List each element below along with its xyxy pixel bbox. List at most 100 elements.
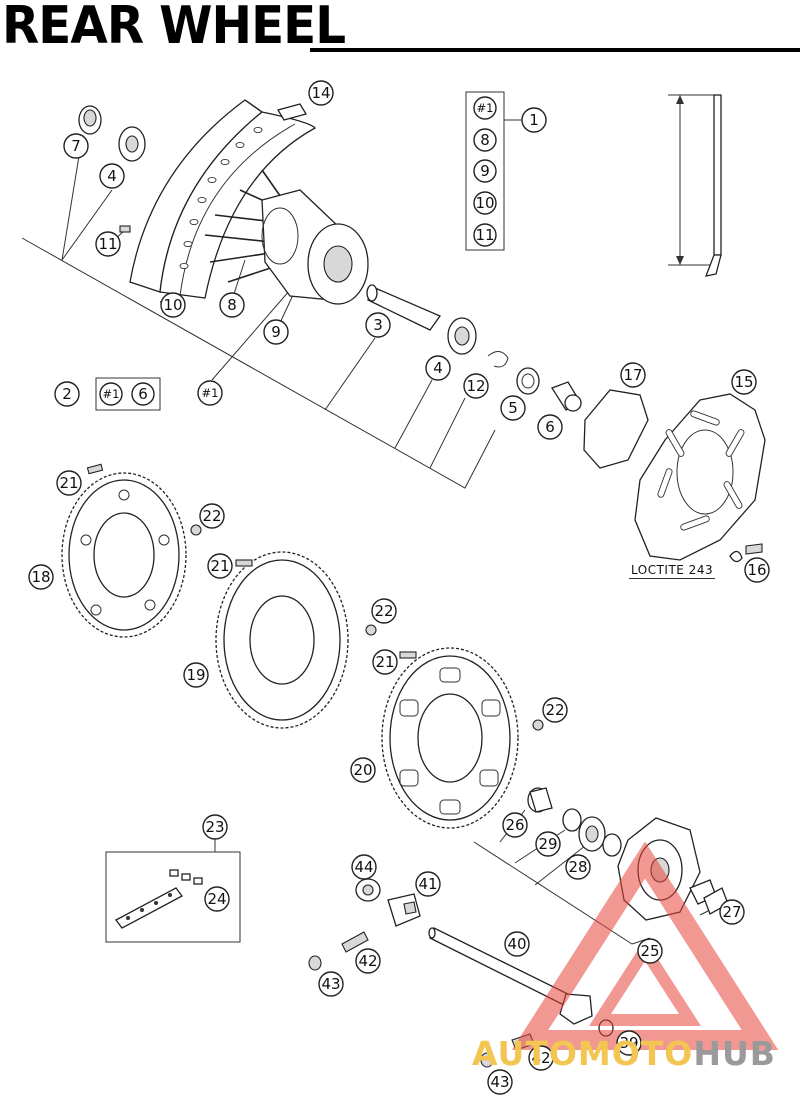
callout-label: 28: [568, 858, 587, 876]
disc-adapter: [583, 389, 649, 469]
chain-adjuster: [355, 878, 421, 927]
page-title: REAR WHEEL: [2, 0, 346, 56]
callout-label: 5: [508, 399, 518, 417]
callout-label: 15: [734, 373, 753, 391]
carrier-spacer: [527, 787, 553, 813]
callout-42: 42: [355, 948, 381, 974]
callout-11-list: 11: [473, 223, 497, 247]
callout-kit-1: #1: [197, 380, 223, 406]
kit-bracket-2: [95, 377, 161, 411]
callout-44: 44: [351, 854, 377, 880]
rim-tape: [277, 103, 307, 121]
callout-26: 26: [502, 812, 528, 838]
carrier-seal-2: [602, 833, 622, 857]
callout-label: 44: [354, 858, 373, 876]
callout-24: 24: [204, 886, 230, 912]
callout-label: #1: [103, 387, 120, 401]
callout-40: 40: [504, 931, 530, 957]
loctite-note: LOCTITE 243: [631, 563, 714, 577]
callout-label: #1: [477, 101, 494, 115]
callout-label: 6: [138, 385, 148, 403]
callout-15: 15: [731, 369, 757, 395]
wheel-hub: [261, 189, 369, 305]
callout-27: 27: [719, 899, 745, 925]
callout-16: 16: [744, 557, 770, 583]
callout-label: 2: [62, 385, 72, 403]
callout-8: 8: [219, 292, 245, 318]
callout-9-list: 9: [473, 159, 497, 183]
callout-kit-1-list: #1: [473, 96, 497, 120]
spoke-nipple: [119, 225, 131, 233]
callout-20: 20: [350, 757, 376, 783]
callout-11: 11: [95, 231, 121, 257]
callout-6-set2: 6: [131, 382, 155, 406]
callout-42b: 42: [528, 1045, 554, 1071]
callout-label: 7: [71, 137, 81, 155]
callout-label: 29: [538, 835, 557, 853]
watermark-logo: AUTOMOTOHUB: [472, 1034, 776, 1073]
callout-28: 28: [565, 854, 591, 880]
callout-label: 22: [374, 602, 393, 620]
callout-2: 2: [54, 381, 80, 407]
sprocket-20: [381, 647, 519, 829]
sprocket-19: [215, 551, 349, 729]
callout-10: 10: [160, 292, 186, 318]
callout-6: 6: [537, 414, 563, 440]
callout-label: 8: [227, 296, 237, 314]
callout-21c: 21: [372, 649, 398, 675]
callout-21b: 21: [207, 553, 233, 579]
callout-label: 8: [480, 131, 490, 149]
callout-label: 9: [271, 323, 281, 341]
callout-label: 27: [722, 903, 741, 921]
callout-label: 42: [358, 952, 377, 970]
carrier-bearing: [578, 816, 606, 852]
callout-label: 26: [505, 816, 524, 834]
callout-19: 19: [183, 662, 209, 688]
bearing-4-top: [118, 126, 146, 162]
callout-label: 4: [107, 167, 117, 185]
callout-5: 5: [500, 395, 526, 421]
callout-label: 39: [619, 1034, 638, 1052]
callout-10-list: 10: [473, 191, 497, 215]
callout-label: 20: [353, 761, 372, 779]
callout-label: 4: [433, 359, 443, 377]
callout-43b: 43: [487, 1069, 513, 1095]
callout-22c: 22: [542, 697, 568, 723]
callout-21: 21: [56, 470, 82, 496]
callout-label: 14: [311, 84, 330, 102]
callout-25: 25: [637, 938, 663, 964]
callout-label: 22: [545, 701, 564, 719]
seal-ring: [516, 367, 540, 395]
callout-label: 41: [418, 875, 437, 893]
spacer-6: [551, 381, 582, 412]
callout-label: 10: [163, 296, 182, 314]
callout-label: 18: [31, 568, 50, 586]
watermark-triangle: [511, 841, 779, 1050]
damper-rubbers: [689, 879, 729, 915]
callout-17: 17: [620, 362, 646, 388]
callout-label: 9: [480, 162, 490, 180]
callout-12: 12: [463, 373, 489, 399]
callout-label: 16: [747, 561, 766, 579]
callout-22: 22: [199, 503, 225, 529]
brake-disc: [634, 393, 766, 561]
callout-4b: 4: [425, 355, 451, 381]
callout-1: 1: [521, 107, 547, 133]
bearing-4-right: [447, 317, 477, 355]
callout-9: 9: [263, 319, 289, 345]
kit-bracket-1: [465, 91, 522, 251]
callout-label: 11: [475, 226, 494, 244]
callout-43: 43: [318, 971, 344, 997]
callout-label: 3: [373, 316, 383, 334]
rim: [129, 99, 317, 299]
disc-screw: [729, 543, 763, 563]
callout-39: 39: [616, 1030, 642, 1056]
callout-label: 12: [466, 377, 485, 395]
callout-3: 3: [365, 312, 391, 338]
hub-sleeve: [366, 284, 441, 331]
callout-label: 24: [207, 890, 226, 908]
sprocket-18: [61, 472, 187, 638]
callout-23: 23: [202, 814, 228, 840]
callout-label: 23: [205, 818, 224, 836]
